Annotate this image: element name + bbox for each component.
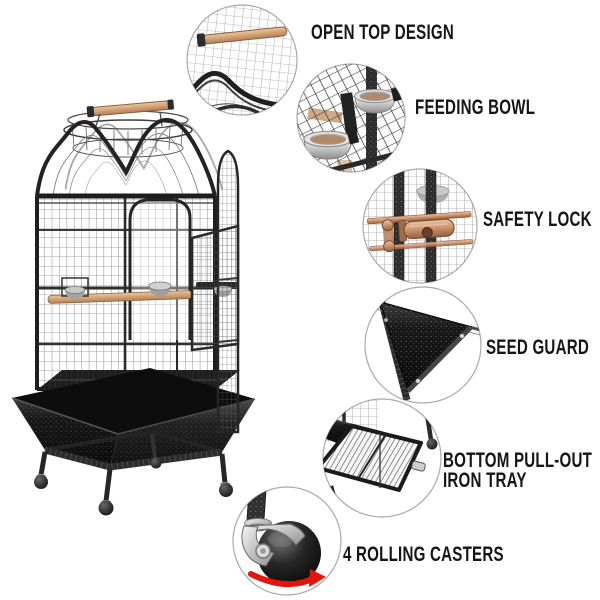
callout-label-open-top-design: OPEN TOP DESIGN	[311, 21, 454, 44]
pull-out-tray	[323, 424, 426, 492]
callout-label-feeding-bowl: FEEDING BOWL	[415, 96, 536, 119]
cage-door-open	[190, 149, 240, 434]
callout-label-rolling-casters: 4 ROLLING CASTERS	[343, 543, 504, 566]
caster-fork-plate	[243, 523, 306, 546]
callout-label-safety-lock: SAFETY LOCK	[483, 208, 592, 231]
callout-safety-lock	[362, 168, 478, 284]
callout-seed-guard	[364, 286, 482, 404]
rotation-arrow-icon	[248, 569, 326, 588]
safety-lock-zoom-image	[363, 169, 477, 283]
callout-feeding-bowl	[296, 63, 406, 173]
callout-label-seed-guard: SEED GUARD	[486, 336, 589, 359]
copper-bolt-lock	[366, 211, 474, 253]
bird-cage-illustration	[11, 99, 256, 516]
callout-bottom-tray	[322, 398, 442, 518]
callout-caster	[232, 486, 342, 596]
top-wood-perch	[86, 99, 174, 118]
seed-guard-zoom-image	[367, 290, 481, 403]
steel-bowl-large	[303, 128, 360, 160]
caster-zoom-image	[241, 487, 326, 588]
open-top-assembly	[63, 99, 193, 158]
zoomed-wood-perch	[196, 26, 288, 47]
cage-scallop-arches	[35, 117, 217, 197]
stand-base	[38, 429, 228, 502]
callout-open-top	[186, 4, 298, 116]
tray-handle	[411, 460, 426, 472]
callout-label-bottom-tray: BOTTOM PULL-OUT IRON TRAY	[443, 449, 593, 492]
caster-wheels	[34, 457, 233, 516]
caster-ball	[257, 521, 321, 585]
open-top-zoom-image	[187, 5, 297, 115]
cage-back-arches	[64, 121, 224, 190]
